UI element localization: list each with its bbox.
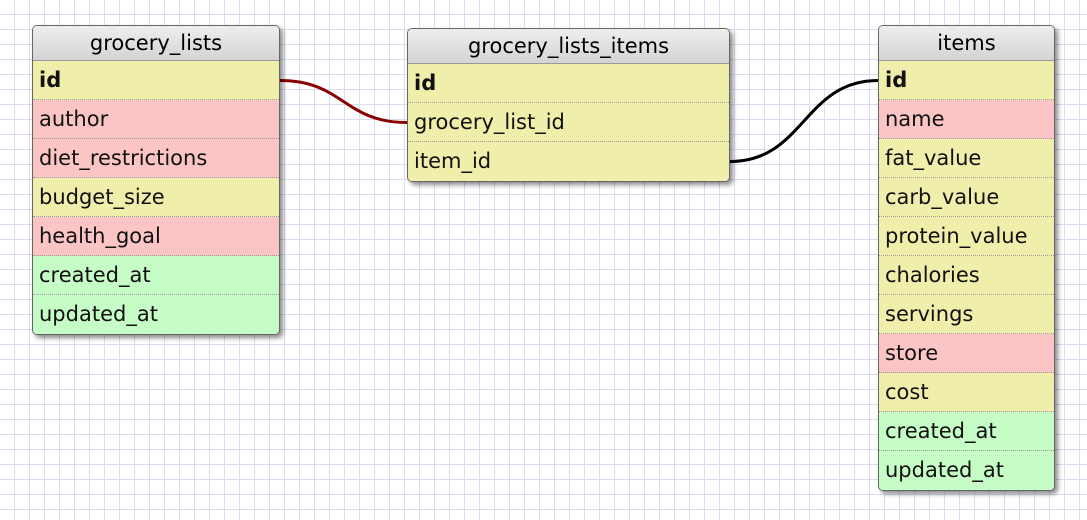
table-field[interactable]: item_id — [408, 142, 729, 181]
table-field[interactable]: chalories — [879, 256, 1054, 295]
table-field[interactable]: grocery_list_id — [408, 103, 729, 142]
table-field[interactable]: created_at — [879, 412, 1054, 451]
table-field[interactable]: servings — [879, 295, 1054, 334]
table-field[interactable]: carb_value — [879, 178, 1054, 217]
table-field[interactable]: id — [33, 61, 279, 100]
table-field[interactable]: id — [879, 61, 1054, 100]
table-title[interactable]: items — [879, 26, 1054, 61]
table-field[interactable]: budget_size — [33, 178, 279, 217]
table-field[interactable]: created_at — [33, 256, 279, 295]
table-title[interactable]: grocery_lists_items — [408, 29, 729, 64]
table-field[interactable]: updated_at — [879, 451, 1054, 490]
table-field[interactable]: cost — [879, 373, 1054, 412]
table-title[interactable]: grocery_lists — [33, 26, 279, 61]
table-field[interactable]: health_goal — [33, 217, 279, 256]
relation-line — [279, 79, 408, 124]
table-field[interactable]: updated_at — [33, 295, 279, 334]
table-field[interactable]: name — [879, 100, 1054, 139]
table-field[interactable]: author — [33, 100, 279, 139]
table-field[interactable]: protein_value — [879, 217, 1054, 256]
relation-line — [729, 79, 879, 163]
table-field[interactable]: fat_value — [879, 139, 1054, 178]
table-field[interactable]: store — [879, 334, 1054, 373]
table-field[interactable]: diet_restrictions — [33, 139, 279, 178]
table-field[interactable]: id — [408, 64, 729, 103]
